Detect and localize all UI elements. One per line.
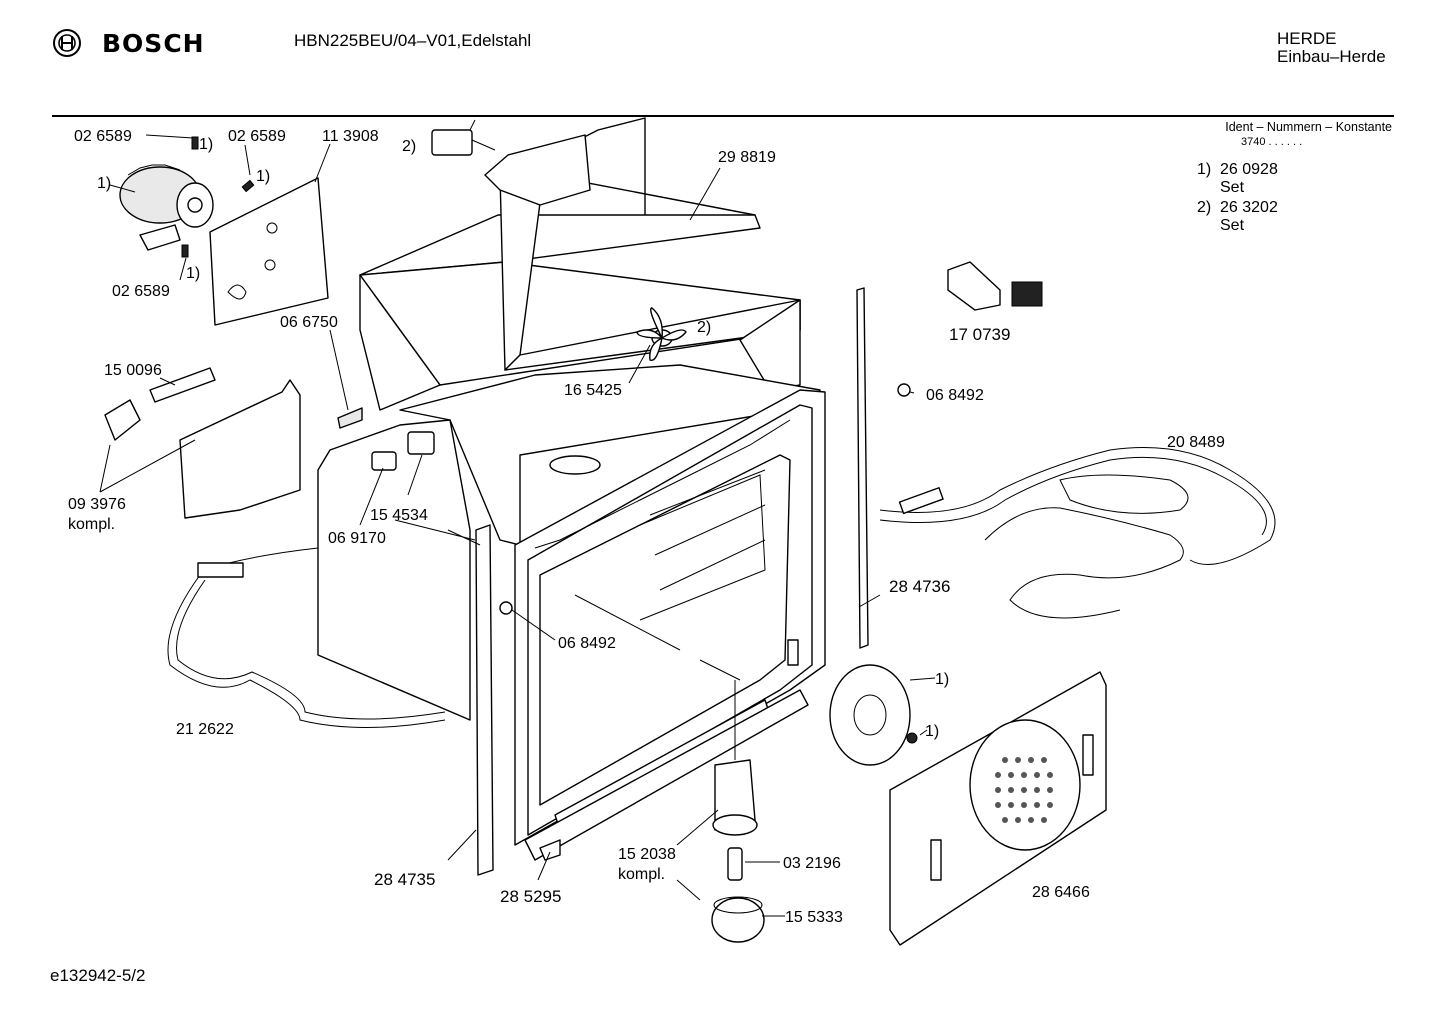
part-label: 28 6466 <box>1032 884 1090 901</box>
ident-value: 3740 . . . . . . <box>1241 136 1303 148</box>
bottom-heater <box>167 547 446 728</box>
note-2-marker: 2) <box>1197 199 1212 216</box>
part-label-sub: kompl. <box>68 516 115 533</box>
small-component <box>337 407 363 429</box>
plug-part-a <box>897 383 911 397</box>
part-label: 03 2196 <box>783 855 841 872</box>
terminal-block <box>104 367 216 441</box>
bottom-bracket <box>539 839 561 861</box>
part-label: 17 0739 <box>949 325 1010 344</box>
part-label: 21 2622 <box>176 721 234 738</box>
housing-part <box>359 117 821 546</box>
ref-marker: 1) <box>925 723 939 740</box>
note-1-marker: 1) <box>1197 161 1212 178</box>
header-divider <box>52 115 1394 117</box>
fan-blade <box>636 307 687 362</box>
brand-name: BOSCH <box>102 28 205 58</box>
bosch-armature-icon <box>53 29 81 57</box>
top-heater <box>879 447 1276 619</box>
part-label: 06 8492 <box>558 635 616 652</box>
door-bracket <box>947 261 1043 311</box>
part-label: 15 0096 <box>104 362 162 379</box>
part-label: 15 5333 <box>785 909 843 926</box>
convection-fan <box>829 664 918 766</box>
side-trim-right <box>856 287 869 649</box>
part-label: 29 8819 <box>718 149 776 166</box>
part-label: 28 4736 <box>889 577 950 596</box>
part-label: 09 3976 <box>68 496 126 513</box>
note-1-sub: Set <box>1220 179 1245 196</box>
part-label: 02 6589 <box>112 283 170 300</box>
part-label: 28 4735 <box>374 870 435 889</box>
ref-marker: 2) <box>402 138 416 155</box>
thermostat-part <box>371 431 435 471</box>
leader-lines <box>99 134 936 917</box>
part-label: 02 6589 <box>228 128 286 145</box>
ref-marker: 2) <box>697 319 711 336</box>
model-title: HBN225BEU/04–V01,Edelstahl <box>294 31 532 50</box>
bottom-frame-part <box>524 689 809 861</box>
plug-part-b <box>499 601 513 615</box>
ref-marker: 1) <box>186 265 200 282</box>
bracket-plate <box>179 379 301 519</box>
side-trim-left <box>475 524 494 876</box>
ident-label: Ident – Nummern – Konstante <box>1225 120 1392 134</box>
note-2-number: 26 3202 <box>1220 199 1278 216</box>
note-1-number: 26 0928 <box>1220 161 1278 178</box>
part-label: 16 5425 <box>564 382 622 399</box>
ref-marker: 1) <box>199 136 213 153</box>
ref-marker: 1) <box>256 168 270 185</box>
brand-logo: BOSCH <box>52 28 205 58</box>
part-label: 28 5295 <box>500 887 561 906</box>
rear-cover <box>889 671 1107 946</box>
ref-marker: 1) <box>935 671 949 688</box>
part-label: 20 8489 <box>1167 434 1225 451</box>
part-label: 06 6750 <box>280 314 338 331</box>
motor-assembly <box>119 136 255 258</box>
oven-lamp <box>711 759 765 943</box>
category-subtitle: Einbau–Herde <box>1277 47 1386 66</box>
part-label: 06 8492 <box>926 387 984 404</box>
drawing-code: e132942-5/2 <box>50 966 146 985</box>
note-2-sub: Set <box>1220 217 1245 234</box>
category-title: HERDE <box>1277 29 1337 48</box>
part-label: 02 6589 <box>74 128 132 145</box>
part-label: 06 9170 <box>328 530 386 547</box>
part-label-sub: kompl. <box>618 866 665 883</box>
ref-marker: 1) <box>97 175 111 192</box>
mounting-plate <box>209 177 329 326</box>
part-label: 15 4534 <box>370 507 428 524</box>
part-label: 11 3908 <box>322 128 379 145</box>
part-label: 15 2038 <box>618 846 676 863</box>
switch-part <box>431 119 496 156</box>
